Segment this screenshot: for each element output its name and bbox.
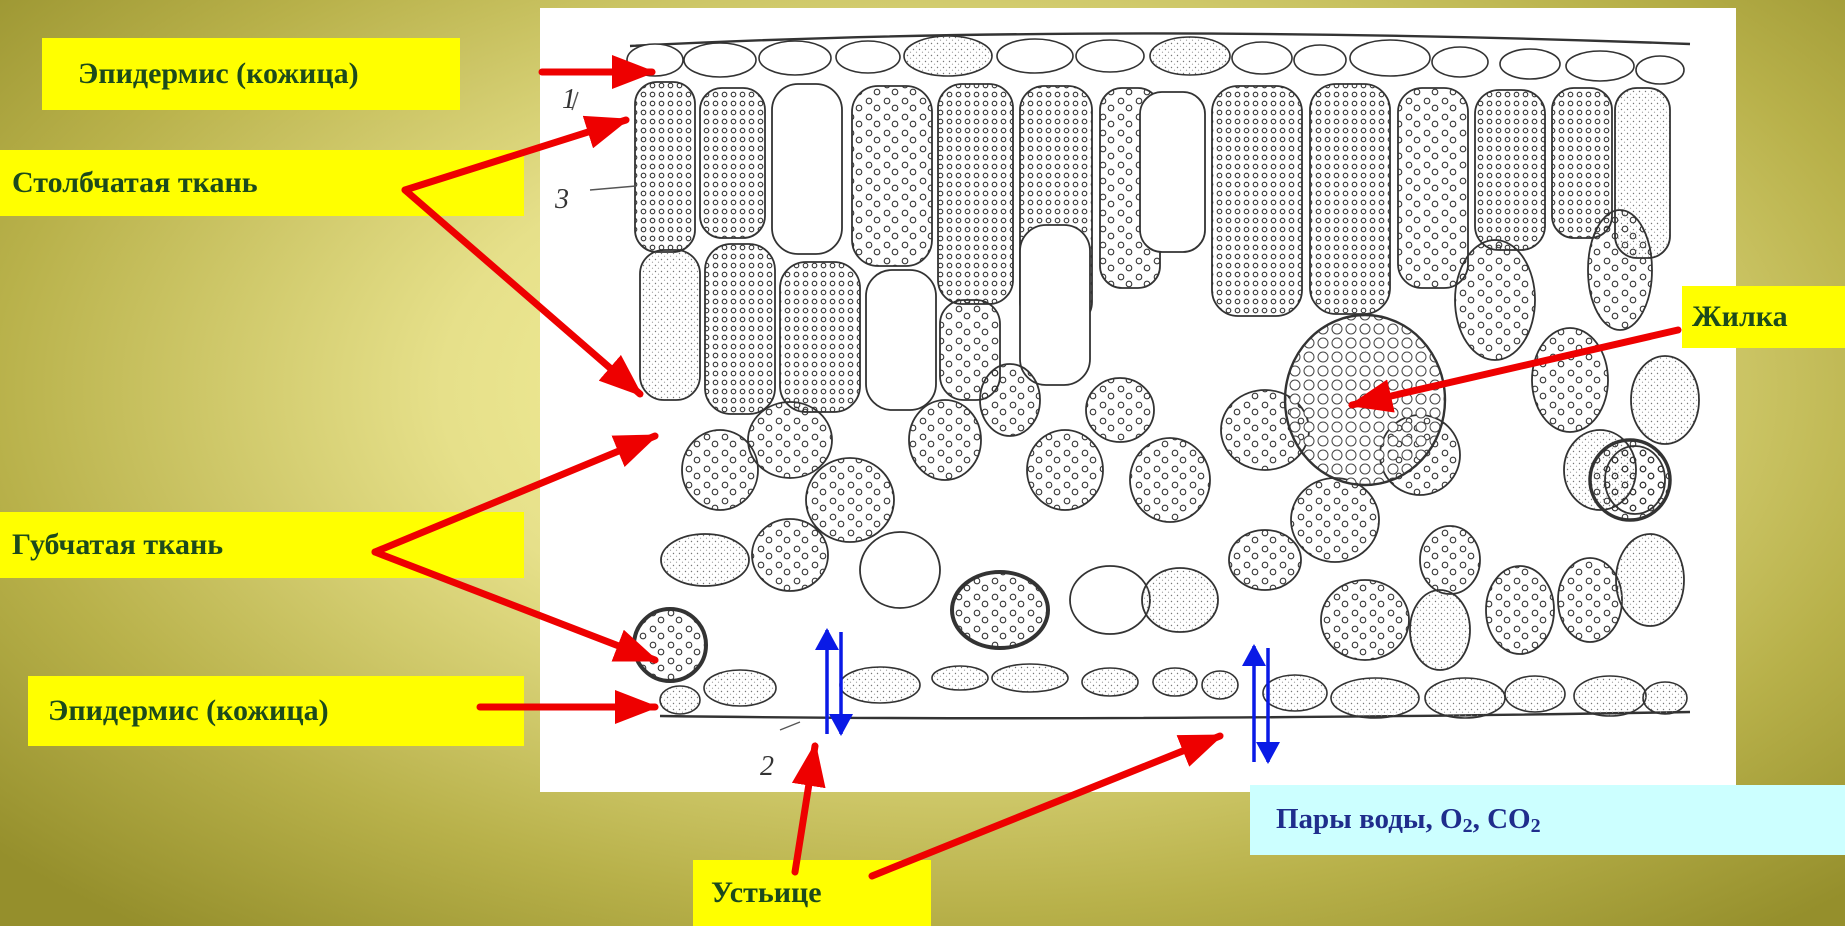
figure-marker-1: 1 <box>562 84 576 115</box>
stoma-label: Устьице <box>693 860 931 926</box>
upper-epidermis-cells <box>627 33 1690 84</box>
lower-epidermis-label: Эпидермис (кожица) <box>28 676 524 746</box>
vein-label-text: Жилка <box>1692 302 1788 332</box>
palisade-tissue-label: Столбчатая ткань <box>0 150 524 216</box>
stoma-label-text: Устьице <box>711 878 822 908</box>
palisade-tissue-label-text: Столбчатая ткань <box>12 168 258 198</box>
upper-epidermis-label: Эпидермис (кожица) <box>42 38 460 110</box>
gases-label-text: Пары воды, О2, СО2 <box>1276 805 1541 836</box>
figure-marker-2: 2 <box>760 751 774 782</box>
upper-epidermis-label-text: Эпидермис (кожица) <box>78 59 359 89</box>
figure-marker-3: 3 <box>554 184 569 215</box>
leaf-cross-section-figure: 1 3 2 <box>540 8 1736 792</box>
lower-epidermis-cells <box>660 664 1690 718</box>
vein-bundle <box>1285 315 1445 485</box>
spongy-tissue-label-text: Губчатая ткань <box>12 530 223 560</box>
vein-label: Жилка <box>1682 286 1845 348</box>
spongy-tissue-label: Губчатая ткань <box>0 512 524 578</box>
lower-epidermis-label-text: Эпидермис (кожица) <box>48 696 329 726</box>
leaf-cross-section-drawing: 1 3 2 <box>540 8 1736 792</box>
gases-label: Пары воды, О2, СО2 <box>1250 785 1845 855</box>
